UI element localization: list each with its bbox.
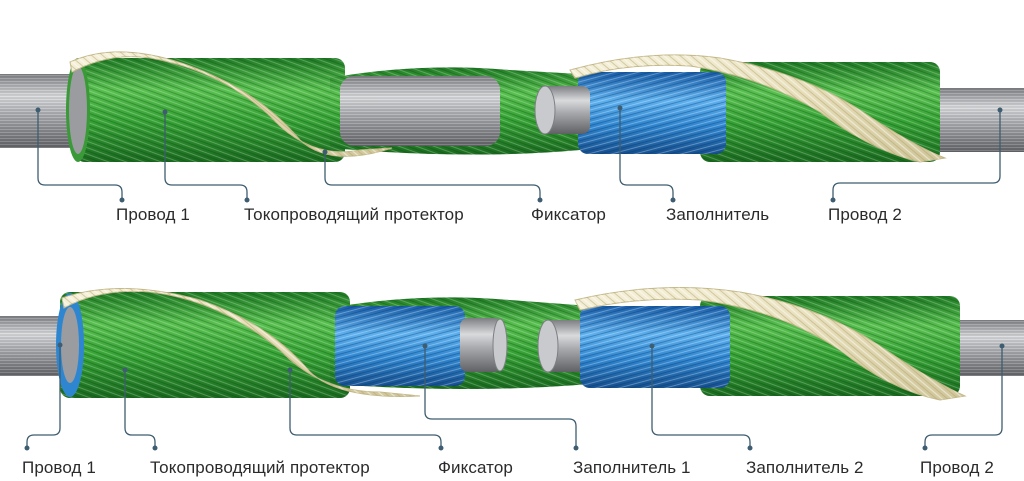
top-label-wire-2: Провод 2 [828, 205, 902, 225]
top-wire-end [535, 86, 590, 134]
bottom-label-wire-2: Провод 2 [920, 458, 994, 478]
top-filler [578, 72, 726, 154]
bottom-wire-2 [950, 320, 1024, 376]
bottom-splice [0, 288, 1024, 401]
bottom-label-filler-2: Заполнитель 2 [746, 458, 864, 478]
top-label-filler: Заполнитель [666, 205, 769, 225]
bottom-protector-left [56, 292, 350, 398]
top-label-conductive-protector: Токопроводящий протектор [244, 205, 464, 225]
bottom-label-fixator: Фиксатор [438, 458, 513, 478]
top-splice [0, 52, 1024, 162]
top-inner-wire [340, 76, 500, 146]
bottom-label-filler-1: Заполнитель 1 [573, 458, 691, 478]
bottom-label-wire-1: Провод 1 [22, 458, 96, 478]
bottom-label-conductive-protector: Токопроводящий протектор [150, 458, 370, 478]
top-label-wire-1: Провод 1 [116, 205, 190, 225]
top-label-fixator: Фиксатор [531, 205, 606, 225]
